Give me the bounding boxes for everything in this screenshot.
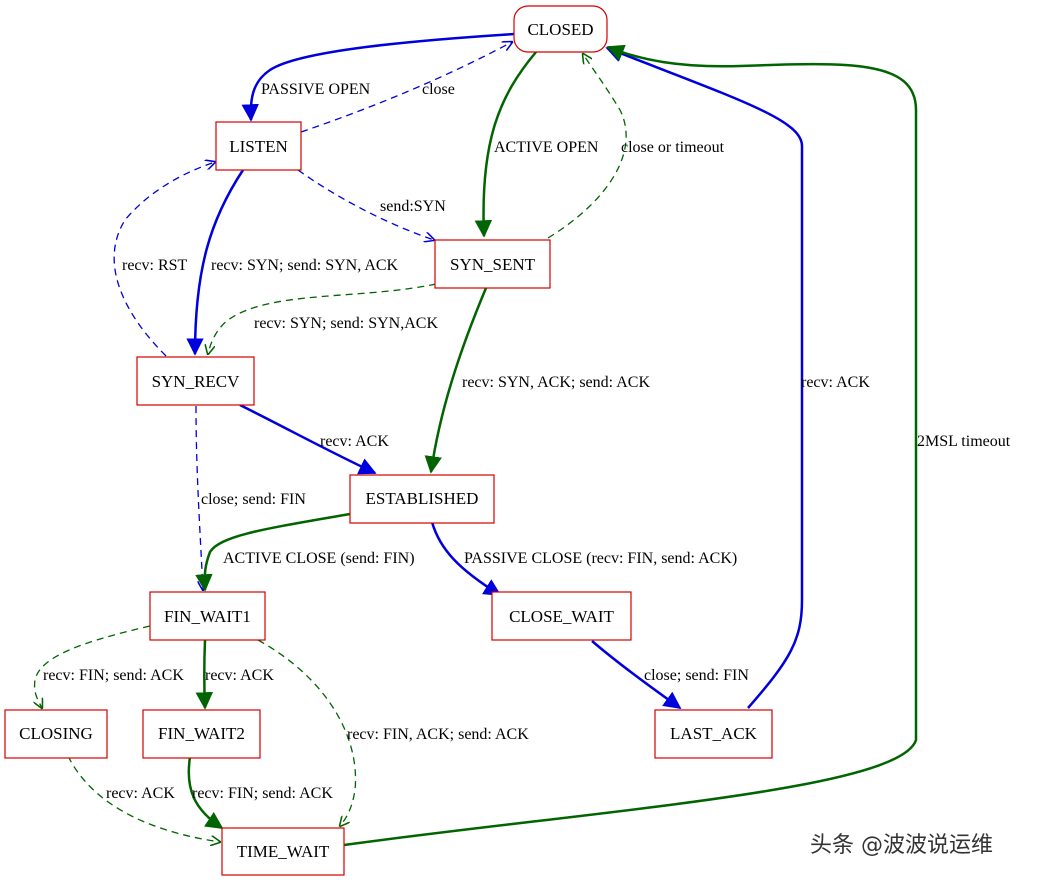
edge-synrecv-established	[239, 403, 377, 475]
edge-timewait-closed	[343, 44, 918, 847]
edge-send-syn	[297, 169, 434, 240]
edge-listen-close	[300, 42, 512, 133]
label-synrecv-established: recv: ACK	[320, 433, 389, 450]
node-fin-wait2: FIN_WAIT2	[142, 709, 261, 759]
label-lastack-closed: recv: ACK	[801, 374, 870, 391]
edge-listen-synrecv	[186, 169, 245, 356]
label-recv-rst: recv: RST	[122, 257, 188, 274]
label-synrecv-finwait1: close; send: FIN	[201, 491, 306, 508]
node-fin-wait1: FIN_WAIT1	[149, 591, 266, 641]
node-syn-sent-label: SYN_SENT	[450, 255, 536, 274]
node-closed-label: CLOSED	[527, 20, 593, 39]
label-closewait-lastack: close; send: FIN	[644, 667, 749, 684]
watermark: 头条 @波波说运维	[810, 833, 993, 858]
label-simultaneous-open: recv: SYN; send: SYN,ACK	[254, 315, 438, 332]
node-established: ESTABLISHED	[349, 474, 495, 524]
label-finwait2-timewait: recv: FIN; send: ACK	[192, 785, 333, 802]
nodes: CLOSED LISTEN SYN_SENT SYN_RECV ESTABLIS…	[4, 5, 773, 876]
edge-labels: PASSIVE OPEN close ACTIVE OPEN close or …	[43, 81, 1011, 802]
node-established-label: ESTABLISHED	[366, 489, 479, 508]
node-syn-sent: SYN_SENT	[434, 239, 551, 289]
node-closing-label: CLOSING	[19, 724, 93, 743]
edge-finwait2-timewait	[187, 756, 224, 830]
edge-synsent-established	[424, 287, 488, 474]
edge-active-close	[195, 512, 351, 592]
label-finwait1-timewait: recv: FIN, ACK; send: ACK	[347, 726, 529, 743]
edges	[35, 32, 918, 847]
edge-closewait-lastack	[591, 640, 682, 710]
edge-close-or-timeout	[547, 54, 627, 239]
node-fin-wait1-label: FIN_WAIT1	[164, 607, 251, 626]
node-closed: CLOSED	[513, 5, 608, 53]
edge-recv-rst	[113, 162, 215, 357]
node-listen: LISTEN	[215, 121, 302, 171]
label-2msl-timeout: 2MSL timeout	[917, 433, 1011, 450]
label-active-open: ACTIVE OPEN	[494, 139, 599, 156]
node-time-wait: TIME_WAIT	[221, 827, 345, 876]
label-finwait1-closing: recv: FIN; send: ACK	[43, 667, 184, 684]
node-fin-wait2-label: FIN_WAIT2	[158, 724, 245, 743]
edge-active-open	[474, 51, 537, 238]
node-syn-recv-label: SYN_RECV	[152, 372, 241, 391]
label-active-close: ACTIVE CLOSE (send: FIN)	[223, 550, 415, 567]
node-closing: CLOSING	[4, 709, 108, 759]
edge-lastack-closed	[605, 45, 804, 709]
edge-finwait1-timewait	[257, 639, 357, 826]
edge-finwait1-closing	[35, 625, 151, 708]
edge-synrecv-finwait1	[195, 405, 203, 590]
node-listen-label: LISTEN	[229, 137, 288, 156]
edge-passive-open	[241, 32, 515, 122]
edge-simultaneous-open	[208, 283, 437, 354]
edge-finwait1-finwait2	[195, 639, 214, 710]
label-send-syn: send:SYN	[380, 198, 446, 215]
label-finwait1-finwait2: recv: ACK	[205, 667, 274, 684]
node-close-wait: CLOSE_WAIT	[491, 591, 632, 641]
edge-closing-timewait	[67, 755, 220, 842]
edge-passive-close	[430, 521, 502, 597]
label-close-or-timeout: close or timeout	[621, 139, 725, 156]
node-last-ack-label: LAST_ACK	[670, 724, 758, 743]
label-synsent-established: recv: SYN, ACK; send: ACK	[462, 374, 650, 391]
label-closing-timewait: recv: ACK	[106, 785, 175, 802]
label-passive-close: PASSIVE CLOSE (recv: FIN, send: ACK)	[464, 550, 737, 567]
label-listen-synrecv: recv: SYN; send: SYN, ACK	[211, 257, 399, 274]
label-passive-open: PASSIVE OPEN	[261, 81, 371, 98]
node-last-ack: LAST_ACK	[654, 709, 773, 759]
label-listen-close: close	[422, 81, 455, 98]
node-time-wait-label: TIME_WAIT	[237, 842, 330, 861]
node-close-wait-label: CLOSE_WAIT	[509, 607, 614, 626]
node-syn-recv: SYN_RECV	[136, 356, 255, 406]
